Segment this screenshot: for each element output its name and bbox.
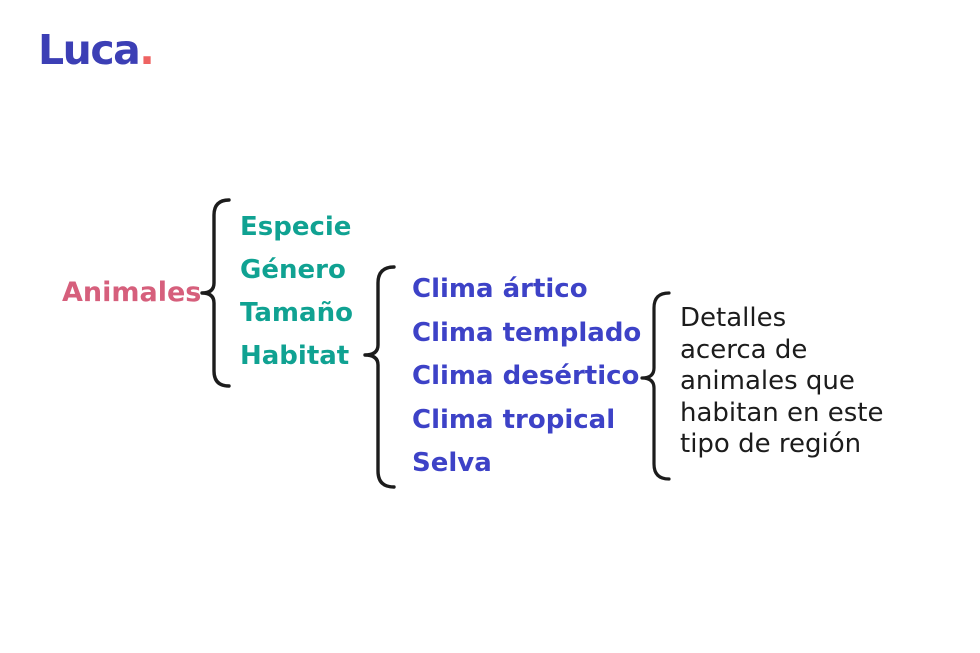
logo-text: Luca — [38, 26, 141, 74]
note-line: acerca de — [680, 334, 808, 365]
note-line: habitan en este — [680, 397, 884, 428]
habitat-list: Clima ártico Clima templado Clima desért… — [412, 268, 641, 486]
brace-types-note — [640, 291, 671, 481]
brace-path — [640, 291, 671, 481]
attribute-list: Especie Género Tamaño Habitat — [240, 206, 353, 378]
habitat-item-selva: Selva — [412, 448, 492, 478]
root-label-animales: Animales — [62, 277, 202, 308]
attribute-item-genero: Género — [240, 255, 346, 285]
habitat-note: Detalles acerca de animales que habitan … — [680, 303, 883, 461]
habitat-item-clima-templado: Clima templado — [412, 317, 642, 348]
logo-dot: . — [139, 26, 155, 74]
brace-path — [200, 198, 231, 388]
luca-logo: Luca. — [38, 26, 155, 74]
brace-animales-attributes — [200, 198, 231, 388]
attribute-item-especie: Especie — [240, 212, 352, 242]
habitat-item-clima-desertico: Clima desértico — [412, 361, 640, 391]
attribute-item-habitat: Habitat — [240, 341, 350, 371]
brace-habitat-types — [363, 265, 396, 489]
note-line: tipo de región — [680, 429, 862, 459]
brace-path — [363, 265, 396, 489]
attribute-item-tamano: Tamaño — [240, 298, 353, 328]
habitat-item-clima-tropical: Clima tropical — [412, 404, 616, 435]
note-line: animales que — [680, 366, 855, 396]
habitat-item-clima-artico: Clima ártico — [412, 274, 588, 304]
note-line: Detalles — [680, 303, 787, 333]
